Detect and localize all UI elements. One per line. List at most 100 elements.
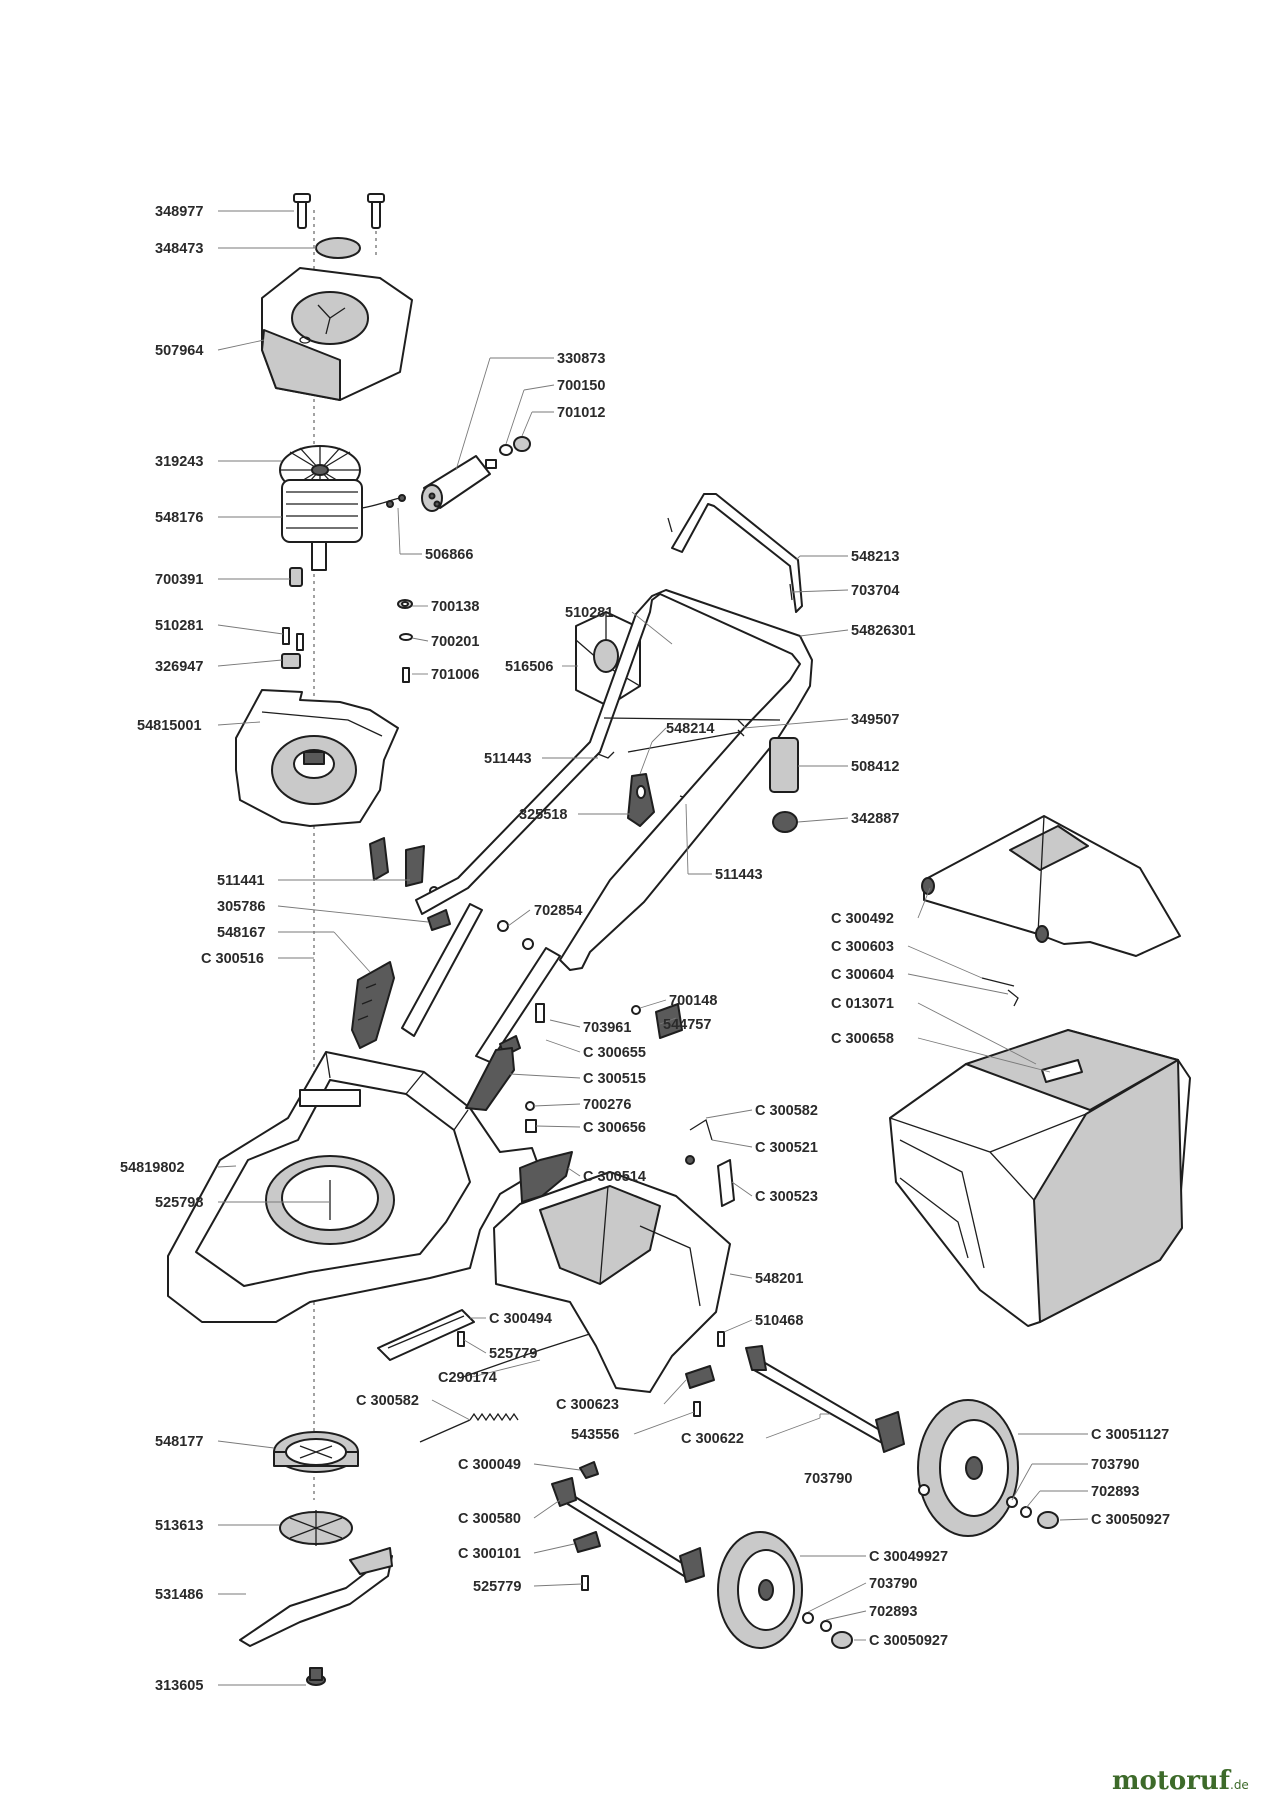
label-C300582-b: C 300582 — [755, 1103, 818, 1119]
label-C300623: C 300623 — [556, 1397, 619, 1413]
bracket-C300521 — [685, 1118, 713, 1165]
screws-510281-left — [282, 627, 304, 651]
label-701006: 701006 — [431, 667, 479, 683]
label-C300494: C 300494 — [489, 1311, 552, 1327]
label-544757: 544757 — [663, 1017, 711, 1033]
bolt-703961 — [535, 1003, 545, 1023]
label-511441: 511441 — [217, 873, 265, 889]
label-548201: 548201 — [755, 1271, 803, 1287]
label-548214: 548214 — [666, 721, 714, 737]
handle-54826301 — [415, 589, 813, 971]
spring-C290174 — [459, 1329, 603, 1379]
clip-511443-left — [597, 751, 615, 759]
label-C013071: C 013071 — [831, 996, 894, 1012]
motor-housing-54815001 — [235, 689, 399, 827]
bracket-C300515 — [465, 1047, 515, 1111]
clip-305786 — [427, 909, 451, 931]
clamp-326947 — [281, 653, 301, 669]
label-531486: 531486 — [155, 1587, 203, 1603]
label-700391: 700391 — [155, 572, 203, 588]
washer-702893-b — [820, 1620, 832, 1632]
label-700276: 700276 — [583, 1097, 631, 1113]
label-C300622: C 300622 — [681, 1431, 744, 1447]
label-700148: 700148 — [669, 993, 717, 1009]
screw-348977-right — [367, 193, 385, 229]
blade-531486 — [239, 1547, 393, 1647]
label-C300604: C 300604 — [831, 967, 894, 983]
pin-700276 — [525, 1101, 535, 1111]
label-313605: 313605 — [155, 1678, 203, 1694]
screw-543556 — [693, 1401, 701, 1417]
flap-C300494 — [377, 1309, 475, 1361]
washer-702893-a — [1020, 1506, 1032, 1518]
label-525779-b: 525779 — [473, 1579, 521, 1595]
plate-C300101 — [573, 1531, 601, 1553]
label-508412: 508412 — [851, 759, 899, 775]
label-325518: 325518 — [519, 807, 567, 823]
label-506866: 506866 — [425, 547, 473, 563]
label-326947: 326947 — [155, 659, 203, 675]
wheel-C30051127 — [917, 1399, 1019, 1537]
label-510281: 510281 — [155, 618, 203, 634]
cap-348473 — [315, 237, 361, 259]
pin-702854 — [497, 920, 509, 932]
label-C300514: C 300514 — [583, 1169, 646, 1185]
clip-C300049 — [579, 1461, 599, 1479]
knob-342887 — [772, 811, 798, 833]
pin-702854-b — [522, 938, 534, 950]
label-700201: 700201 — [431, 634, 479, 650]
nut-701012 — [513, 436, 531, 452]
screw-525779 — [457, 1331, 465, 1347]
label-319243: 319243 — [155, 454, 203, 470]
hardware-701006 — [402, 667, 410, 683]
lever-325518 — [627, 773, 655, 827]
wheel-C30049927 — [717, 1531, 803, 1649]
lower-handle-left — [401, 903, 483, 1037]
bag-C300658 — [1033, 1059, 1183, 1323]
label-703704: 703704 — [851, 583, 899, 599]
label-510281-b: 510281 — [565, 605, 613, 621]
washer-703790-b — [1006, 1496, 1018, 1508]
plate-C300623 — [685, 1365, 715, 1389]
label-513613: 513613 — [155, 1518, 203, 1534]
label-525798: 525798 — [155, 1195, 203, 1211]
label-701012: 701012 — [557, 405, 605, 421]
label-C300658: C 300658 — [831, 1031, 894, 1047]
label-C30051127: C 30051127 — [1091, 1427, 1169, 1443]
motor-cover-507964 — [261, 267, 413, 401]
label-330873: 330873 — [557, 351, 605, 367]
label-C300049: C 300049 — [458, 1457, 521, 1473]
label-349507: 349507 — [851, 712, 899, 728]
label-54815001: 54815001 — [137, 718, 202, 734]
nut-C300656 — [525, 1119, 537, 1133]
label-548213: 548213 — [851, 549, 899, 565]
label-C300516: C 300516 — [201, 951, 264, 967]
screw-510468 — [717, 1331, 725, 1347]
screw-703704 — [789, 583, 793, 601]
label-C300655: C 300655 — [583, 1045, 646, 1061]
cover-508412 — [769, 737, 799, 793]
label-C300656: C 300656 — [583, 1120, 646, 1136]
fan-513613 — [279, 1510, 353, 1546]
bracket-C300514 — [519, 1151, 573, 1203]
chute-548201 — [493, 1171, 731, 1393]
label-54819802: 54819802 — [120, 1160, 185, 1176]
motor-548176 — [281, 479, 406, 571]
label-C30050927: C 30050927 — [1091, 1512, 1170, 1528]
label-C300523: C 300523 — [755, 1189, 818, 1205]
watermark-logo: motoruf.de — [1112, 1766, 1249, 1796]
label-C300580: C 300580 — [458, 1511, 521, 1527]
pin-C300604 — [1007, 989, 1019, 1007]
label-C300492: C 300492 — [831, 911, 894, 927]
bracket-C300523 — [717, 1159, 735, 1207]
washer-700150 — [499, 444, 513, 456]
label-548176: 548176 — [155, 510, 203, 526]
label-305786: 305786 — [217, 899, 265, 915]
key-700391 — [289, 567, 303, 587]
label-507964: 507964 — [155, 343, 203, 359]
label-702893: 702893 — [1091, 1484, 1139, 1500]
label-548177: 548177 — [155, 1434, 203, 1450]
label-54826301: 54826301 — [851, 623, 916, 639]
label-548167: 548167 — [217, 925, 265, 941]
